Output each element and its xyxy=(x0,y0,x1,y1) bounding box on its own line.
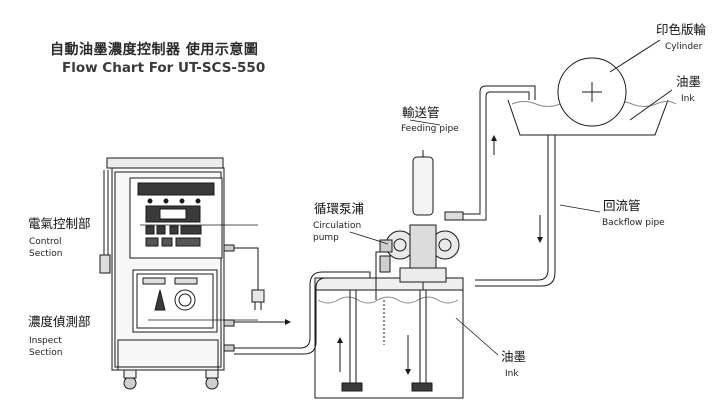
backflow-pipe-label-en: Backflow pipe xyxy=(602,218,665,228)
controller-cabinet xyxy=(99,157,235,390)
backflow-pipe xyxy=(475,130,556,287)
control-section-label-zh: 電氣控制部 xyxy=(28,216,91,231)
pump-label-zh: 循環泵浦 xyxy=(314,201,365,216)
pump-label-en-1: Circulation xyxy=(313,221,362,231)
inspect-section-label-en-1: Inspect xyxy=(29,336,62,346)
circulation-pump xyxy=(379,150,464,290)
feeding-pipe-label-zh: 輸送管 xyxy=(402,105,440,120)
control-section-label-en-1: Control xyxy=(29,237,62,247)
title-zh: 自動油墨濃度控制器 使用示意圖 xyxy=(50,42,259,58)
ink-tank xyxy=(314,277,464,399)
inspect-section-label-en-2: Section xyxy=(29,348,63,358)
ink-top-label-zh: 油墨 xyxy=(676,74,702,89)
leader-lines xyxy=(140,119,601,356)
cabinet-pipes xyxy=(234,251,392,355)
cylinder-label-en: Cylinder xyxy=(665,42,703,52)
power-cable xyxy=(234,247,265,310)
cylinder-label-zh: 印色版輪 xyxy=(656,22,707,37)
control-section-label-en-2: Section xyxy=(29,249,63,259)
feeding-pipe-label-en: Feeding pipe xyxy=(401,124,459,134)
feeding-pipe xyxy=(463,85,536,221)
ink-tank-label-zh: 油墨 xyxy=(501,349,527,364)
title-en: Flow Chart For UT-SCS-550 xyxy=(62,60,266,76)
inspect-section-label-zh: 濃度偵測部 xyxy=(28,314,91,329)
ink-tank-label-en: Ink xyxy=(505,369,519,379)
cylinder-assembly xyxy=(507,39,677,136)
ink-top-label-en: Ink xyxy=(681,94,695,104)
backflow-pipe-label-zh: 回流管 xyxy=(603,198,641,213)
pump-label-en-2: pump xyxy=(313,233,339,243)
